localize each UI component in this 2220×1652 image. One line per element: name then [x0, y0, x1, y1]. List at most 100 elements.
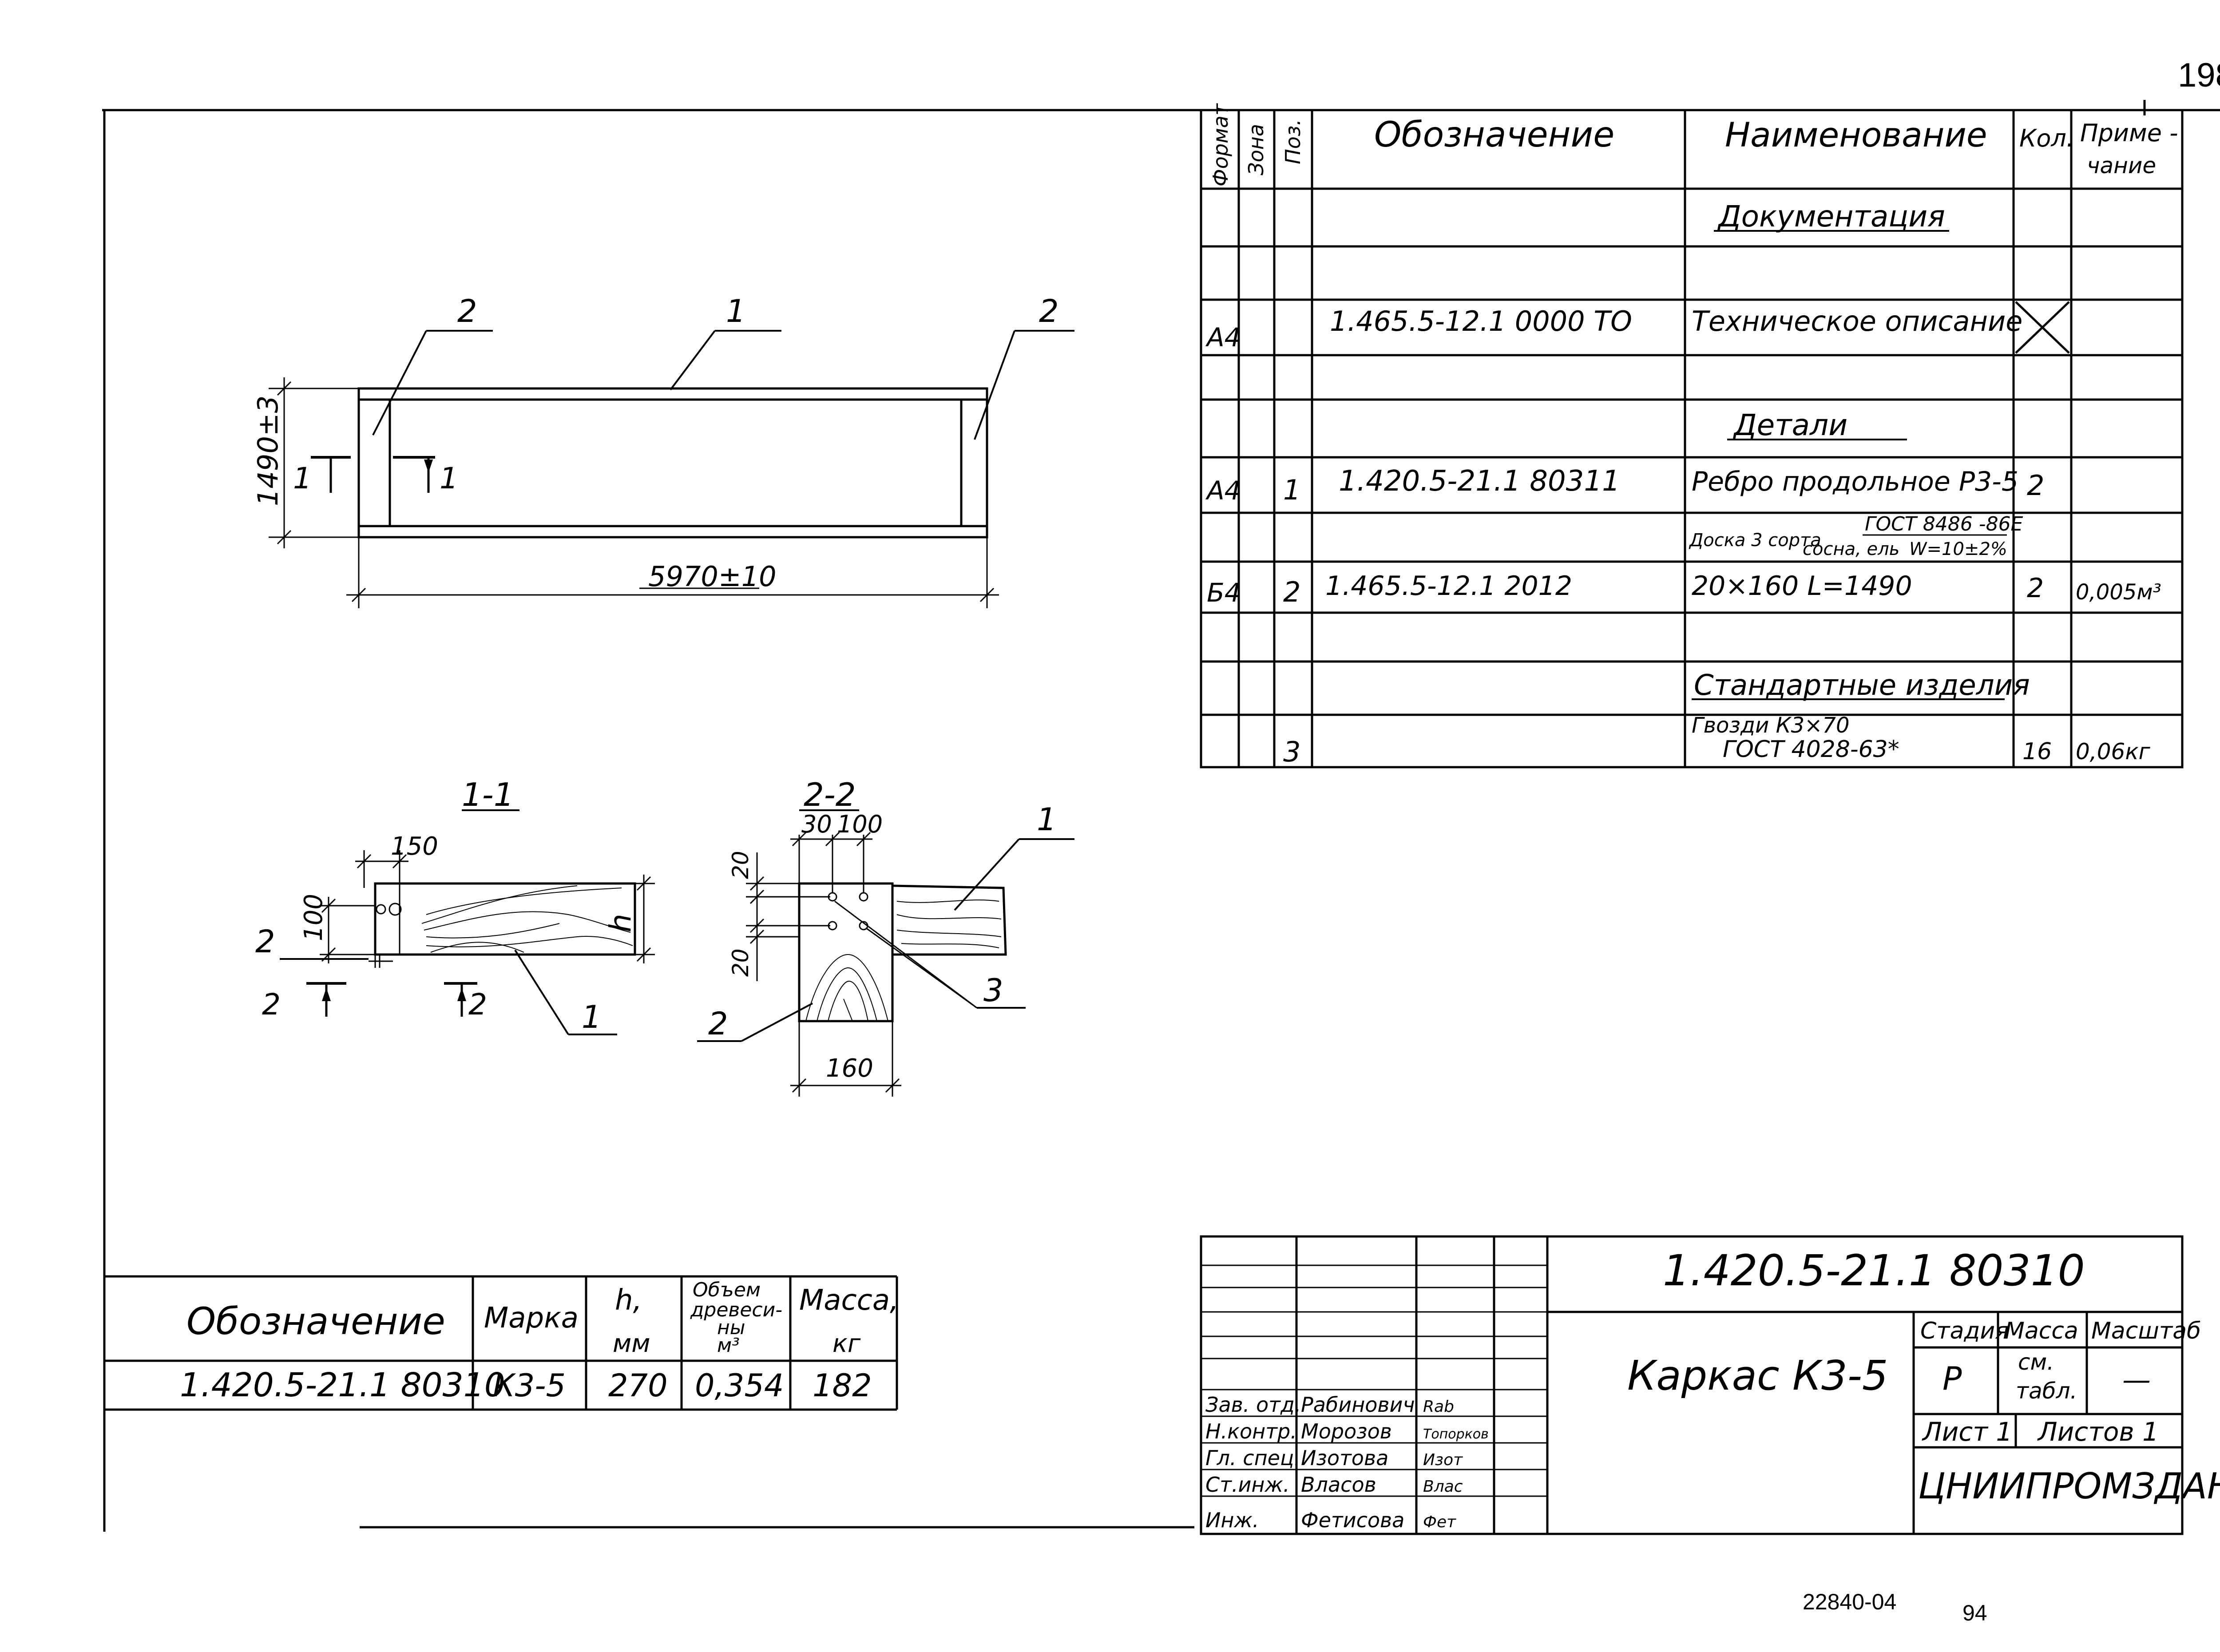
variants-cell-designation: 1.420.5-21.1 80310: [180, 1366, 505, 1404]
plan-label-2a: 2: [457, 293, 477, 329]
variants-header-mass2: кг: [832, 1329, 861, 1358]
spec-cell-format: Б4: [1207, 578, 1241, 608]
spec-cell-pos: 1: [1283, 474, 1300, 506]
variants-table: [104, 1275, 898, 1411]
spec-cell-name-a: Доска 3 сорта: [1689, 530, 1821, 551]
section-2-2: [697, 809, 1074, 1097]
spec-header-qty: Кол.: [2019, 124, 2074, 152]
spec-cell-name-d: W=10±2%: [1909, 539, 2007, 559]
section22-dim-20b: 20: [728, 948, 753, 977]
variants-header-vol1: Объем: [693, 1279, 761, 1301]
section11-label-2: 2: [255, 923, 275, 960]
cut-arrow-icon: [457, 988, 466, 1001]
signature-sign: Rab: [1423, 1398, 1454, 1416]
spec-cell-name: 20×160 L=1490: [1692, 570, 1912, 602]
signature-name: Рабинович: [1301, 1393, 1415, 1417]
spec-cell-name: Ребро продольное Р3-5: [1692, 466, 2018, 497]
spec-cell-format: A4: [1205, 322, 1241, 353]
spec-section-documentation: Документация: [1717, 199, 1945, 234]
spec-header-designation: Обозначение: [1374, 115, 1614, 155]
signature-sign: Фет: [1423, 1513, 1456, 1531]
spec-cell-name-c: сосна, ель: [1803, 539, 1899, 559]
spec-row-4: 3 Гвозди К3×70 ГОСТ 4028-63* 16 0,06кг: [1283, 713, 2151, 768]
section22-dim-100: 100: [837, 810, 883, 838]
signature-sign: Изот: [1423, 1451, 1463, 1469]
variants-cell-mass: 182: [813, 1367, 872, 1404]
spec-cell-qty: 16: [2022, 738, 2052, 765]
spec-header-zone: Зона: [1244, 124, 1268, 175]
signature-role: Зав. отд.: [1205, 1393, 1301, 1417]
variants-header: Обозначение Марка h, мм Объем древеси- н…: [186, 1279, 899, 1358]
title-mass-value-1: см.: [2018, 1349, 2054, 1375]
spec-cell-note: 0,005м³: [2076, 580, 2161, 605]
signature-role: Гл. спец.: [1205, 1446, 1300, 1470]
title-mass-label: Масса: [2005, 1318, 2078, 1344]
plan-dim-height: 1490±3: [252, 396, 284, 506]
section22-dim-160: 160: [826, 1054, 873, 1083]
spec-cell-pos: 2: [1283, 576, 1300, 608]
footer-page: 94: [1962, 1600, 1987, 1625]
title-sheets: Листов 1: [2037, 1417, 2159, 1447]
spec-cell-note: 0,06кг: [2076, 739, 2151, 765]
variants-cell-volume: 0,354: [695, 1367, 784, 1404]
spec-header-format: Формат: [1209, 103, 1233, 186]
plan-label-1: 1: [726, 293, 746, 329]
spec-cell-name-b: ГОСТ 4028-63*: [1723, 736, 1899, 763]
spec-header: Формат Зона Поз. Обозначение Наименовани…: [1209, 103, 2178, 186]
signature-role: Н.контр.: [1205, 1419, 1297, 1443]
plan-label-2b: 2: [1039, 293, 1059, 329]
page-number: 198: [2178, 56, 2220, 94]
section11-dim-h: h: [603, 914, 638, 932]
spec-row-1: A4 1 1.420.5-21.1 80311 Ребро продольное…: [1205, 465, 2044, 506]
spec-cell-format: A4: [1205, 475, 1241, 506]
spec-cell-name-a: Гвозди К3×70: [1692, 713, 1849, 738]
spec-row-2: Доска 3 сорта ГОСТ 8486 -86Е сосна, ель …: [1689, 513, 2023, 559]
title-doc-number: 1.420.5-21.1 80310: [1663, 1246, 2085, 1295]
section11-cut-left: 2: [262, 987, 281, 1022]
spec-row-3: Б4 2 1.465.5-12.1 2012 20×160 L=1490 2 0…: [1207, 570, 2161, 608]
section-1-1: [280, 809, 655, 1035]
section11-label-1: 1: [582, 999, 602, 1035]
signature-name: Власов: [1301, 1473, 1376, 1497]
section11-title: 1-1: [462, 776, 514, 813]
spec-header-pos: Поз.: [1281, 119, 1305, 164]
variants-header-vol4: м³: [717, 1334, 740, 1357]
signature-name: Морозов: [1301, 1419, 1392, 1443]
spec-cell-designation: 1.420.5-21.1 80311: [1339, 465, 1620, 498]
spec-row-0: A4 1.465.5-12.1 0000 ТО Техническое опис…: [1205, 305, 2022, 353]
variants-cell-h: 270: [608, 1367, 668, 1404]
variants-cell-mark: К3-5: [493, 1367, 566, 1404]
spec-cell-qty: 2: [2027, 469, 2044, 502]
signature-role: Ст.инж.: [1205, 1473, 1290, 1497]
footer-code: 22840-04: [1803, 1589, 1896, 1614]
variants-header-vol2: древеси-: [690, 1299, 782, 1321]
title-block: [1200, 1235, 2184, 1535]
spec-section-details: Детали: [1732, 408, 1847, 442]
title-signatures: Зав. отд. Рабинович Rab Н.контр. Морозов…: [1205, 1393, 1489, 1532]
variants-header-h2: мм: [613, 1329, 650, 1358]
section22-title: 2-2: [804, 776, 856, 813]
plan-cut-right: 1: [440, 461, 458, 495]
plan-cut-left: 1: [293, 461, 312, 495]
variants-header-mark: Марка: [484, 1302, 579, 1335]
spec-header-note-2: чание: [2087, 153, 2156, 178]
specification-table: [1200, 109, 2184, 769]
spec-cell-pos: 3: [1283, 736, 1300, 768]
spec-section-standard: Стандартные изделия: [1694, 669, 2030, 702]
title-organization: ЦНИИПРОМЗДАНИЙ: [1918, 1465, 2220, 1507]
section22-dim-30: 30: [801, 810, 832, 838]
spec-cell-name: Техническое описание: [1692, 305, 2022, 337]
title-stage-value: Р: [1942, 1360, 1962, 1397]
plan-dim-length: 5970±10: [648, 560, 777, 593]
signature-role: Инж.: [1205, 1508, 1259, 1532]
variants-row: 1.420.5-21.1 80310 К3-5 270 0,354 182: [180, 1366, 872, 1404]
variants-header-mass1: Масса,: [799, 1284, 899, 1317]
spec-header-note-1: Приме -: [2080, 119, 2178, 147]
variants-header-vol3: ны: [717, 1316, 745, 1339]
spec-header-name: Наименование: [1725, 115, 1987, 155]
section11-dim-100: 100: [299, 894, 328, 941]
variants-header-designation: Обозначение: [186, 1299, 445, 1343]
signature-sign: Топорков: [1423, 1426, 1489, 1442]
title-stage-label: Стадия: [1920, 1318, 2009, 1344]
